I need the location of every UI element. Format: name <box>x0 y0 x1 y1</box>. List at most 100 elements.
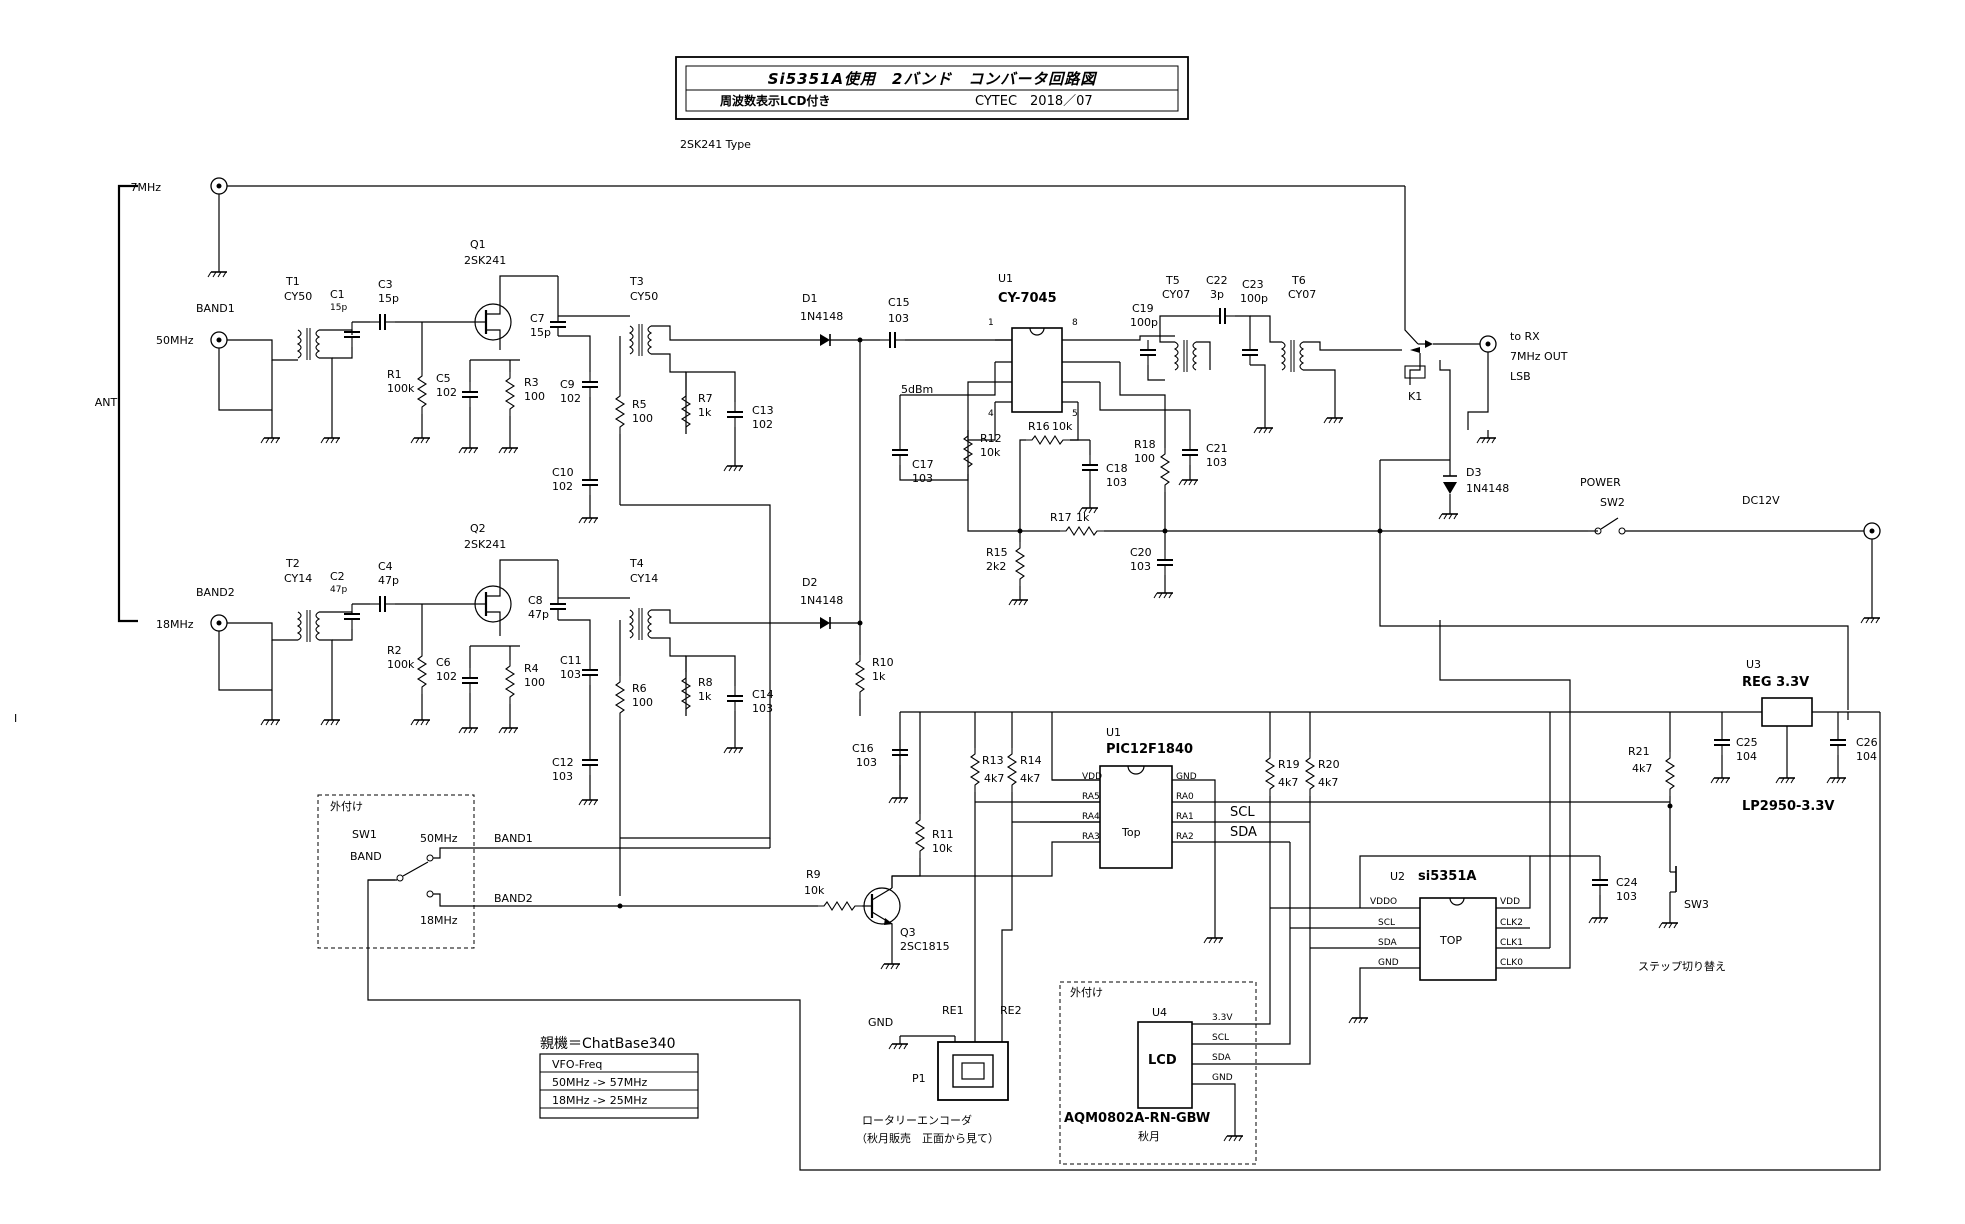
q1-label: Q1 <box>470 238 486 251</box>
d3-diode-icon <box>1443 482 1457 494</box>
r20-value: 4k7 <box>1318 776 1338 789</box>
r4-value: 100 <box>524 676 545 689</box>
r15-label: R15 <box>986 546 1008 559</box>
encoder-note: （秋月販売 正面から見て） <box>856 1131 999 1145</box>
encoder-name: ロータリーエンコーダ <box>862 1113 972 1127</box>
r15-resistor-icon <box>1015 541 1025 587</box>
c23-value: 100p <box>1240 292 1268 305</box>
lcd-ext-label: 外付け <box>1070 986 1103 999</box>
c10-label: C10 <box>552 466 574 479</box>
r5-label: R5 <box>632 398 647 411</box>
r5-resistor-icon <box>615 389 625 435</box>
encoder-section: GND RE1 RE2 P1 ロータリーエンコーダ （秋月販売 正面から見て） <box>856 1004 1022 1145</box>
u1-mixer-label: U1 <box>998 272 1013 285</box>
sw1-band-switch[interactable] <box>396 874 404 882</box>
band2-freq: 18MHz <box>156 618 194 631</box>
u1-pin4: 4 <box>988 409 994 419</box>
t5-value: CY07 <box>1162 288 1190 301</box>
dc12-label: DC12V <box>1742 494 1780 507</box>
r2-label: R2 <box>387 644 402 657</box>
d2-value: 1N4148 <box>800 594 843 607</box>
r2-value: 100k <box>387 658 415 671</box>
u1-pic-top: Top <box>1121 826 1141 839</box>
coax-dc12v-icon[interactable] <box>1863 522 1881 540</box>
r14-label: R14 <box>1020 754 1042 767</box>
r16-value: 10k <box>1052 420 1073 433</box>
coax-to-rx-icon[interactable] <box>1479 335 1497 353</box>
c3-value: 15p <box>378 292 399 305</box>
r9-value: 10k <box>804 884 825 897</box>
si-pin-clk1: CLK1 <box>1500 938 1523 948</box>
encoder-re2-label: RE2 <box>1000 1004 1022 1017</box>
t3-label: T3 <box>629 275 644 288</box>
r20-resistor-icon <box>1305 751 1315 797</box>
r3-label: R3 <box>524 376 539 389</box>
p1-rotary-encoder[interactable] <box>937 1041 1009 1101</box>
t5-label: T5 <box>1165 274 1180 287</box>
u2-synth-chip <box>1419 897 1497 981</box>
title-sub-left: 周波数表示LCD付き <box>720 93 830 108</box>
band2-amplifier: T2 CY14 C2 47p C4 47p R2 100k Q2 2SK241 … <box>218 337 894 896</box>
c15-value: 103 <box>888 312 909 325</box>
r19-value: 4k7 <box>1278 776 1298 789</box>
q2-label: Q2 <box>470 522 486 535</box>
c6-value: 102 <box>436 670 457 683</box>
coax-band1-icon[interactable] <box>210 331 228 349</box>
band2-line-label: BAND2 <box>494 892 533 905</box>
u1-pic-value: PIC12F1840 <box>1106 742 1193 757</box>
sda-label: SDA <box>1230 825 1257 840</box>
antenna-section: ANT 7MHz BAND1 50MHz BAND2 18MHz <box>95 177 1405 632</box>
r10-resistor-icon <box>855 654 865 700</box>
c22-value: 3p <box>1210 288 1224 301</box>
q3-transistor-icon <box>863 887 901 925</box>
coax-7mhz-icon[interactable] <box>210 177 228 195</box>
band1-amplifier: T1 CY50 C1 15p C3 15p R1 100k Q1 2SK241 … <box>218 238 880 839</box>
si-pin-clk0: CLK0 <box>1500 958 1523 968</box>
c8-value: 47p <box>528 608 549 621</box>
coax-band2-icon[interactable] <box>210 614 228 632</box>
pic-pin-gnd: GND <box>1176 772 1197 782</box>
d1-diode-icon <box>819 333 831 347</box>
c17-value: 103 <box>912 472 933 485</box>
table-row-3: 18MHz -> 25MHz <box>552 1094 647 1107</box>
k1-relay-coil-icon <box>1404 365 1426 379</box>
c25-value: 104 <box>1736 750 1757 763</box>
c13-label: C13 <box>752 404 774 417</box>
c20-label: C20 <box>1130 546 1152 559</box>
si-pin-vdd: VDD <box>1500 897 1520 907</box>
encoder-re1-label: RE1 <box>942 1004 964 1017</box>
q3-value: 2SC1815 <box>900 940 950 953</box>
r20-label: R20 <box>1318 758 1340 771</box>
r6-label: R6 <box>632 682 647 695</box>
band1-line-label: BAND1 <box>494 832 533 845</box>
type-note: 2SK241 Type <box>680 138 751 151</box>
r13-value: 4k7 <box>984 772 1004 785</box>
c14-capacitor-icon <box>726 685 744 712</box>
r18-label: R18 <box>1134 438 1156 451</box>
u2-top: TOP <box>1439 934 1462 947</box>
r8-label: R8 <box>698 676 713 689</box>
table-header: 親機＝ChatBase340 <box>540 1036 676 1052</box>
pic-pin-ra5: RA5 <box>1082 792 1100 802</box>
t4-value: CY14 <box>630 572 658 585</box>
r21-value: 4k7 <box>1632 762 1652 775</box>
r17-resistor-icon <box>1059 526 1105 536</box>
c3-label: C3 <box>378 278 393 291</box>
band1-label: BAND1 <box>196 302 235 315</box>
r18-value: 100 <box>1134 452 1155 465</box>
r10-value: 1k <box>872 670 886 683</box>
u4-lcd-text: LCD <box>1148 1053 1177 1068</box>
table-row-2: 50MHz -> 57MHz <box>552 1076 647 1089</box>
d2-label: D2 <box>802 576 817 589</box>
c22-capacitor-icon <box>1209 307 1236 325</box>
c16-value: 103 <box>856 756 877 769</box>
d2-diode-icon <box>819 616 831 630</box>
c8-label: C8 <box>528 594 543 607</box>
out7-label: 7MHz OUT <box>1510 350 1568 363</box>
c10-capacitor-icon <box>581 469 599 496</box>
r12-resistor-icon <box>963 429 973 475</box>
c19-label: C19 <box>1132 302 1154 315</box>
r14-resistor-icon <box>1007 747 1017 793</box>
c12-value: 103 <box>552 770 573 783</box>
r4-resistor-icon <box>505 659 515 705</box>
